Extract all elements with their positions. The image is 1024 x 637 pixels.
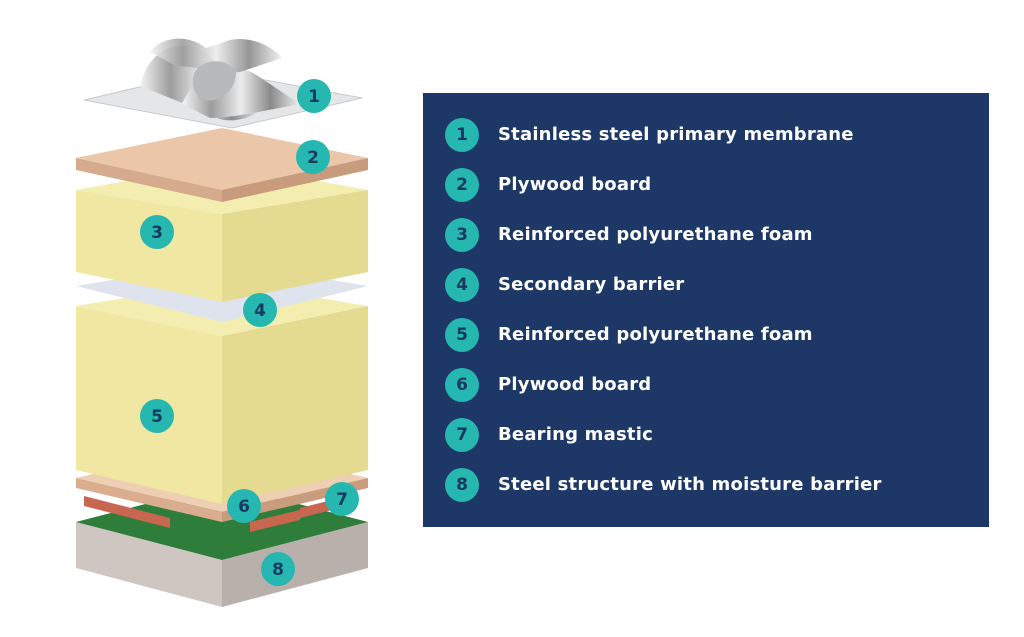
legend-number-badge: 4 bbox=[445, 268, 479, 302]
callout-marker-7: 7 bbox=[325, 482, 359, 516]
foam-upper-right-face bbox=[222, 190, 368, 302]
legend-item-8: 8 Steel structure with moisture barrier bbox=[445, 468, 975, 504]
legend-label: Reinforced polyurethane foam bbox=[498, 224, 813, 245]
legend-item-2: 2 Plywood board bbox=[445, 168, 975, 204]
legend-label: Stainless steel primary membrane bbox=[498, 124, 854, 145]
legend-item-1: 1 Stainless steel primary membrane bbox=[445, 118, 975, 154]
legend-label: Reinforced polyurethane foam bbox=[498, 324, 813, 345]
steel-structure-left-face bbox=[76, 522, 222, 607]
legend-number-badge: 6 bbox=[445, 368, 479, 402]
callout-number: 3 bbox=[151, 223, 163, 243]
legend-item-6: 6 Plywood board bbox=[445, 368, 975, 404]
plywood-top-left-face bbox=[76, 158, 222, 202]
callout-number: 1 bbox=[308, 87, 320, 107]
callout-marker-4: 4 bbox=[243, 293, 277, 327]
plywood-bottom-left-face bbox=[76, 478, 222, 522]
membrane-knot bbox=[192, 61, 236, 101]
legend-label: Plywood board bbox=[498, 374, 652, 395]
foam-lower-right-face bbox=[222, 306, 368, 504]
legend-label: Secondary barrier bbox=[498, 274, 685, 295]
legend-number-badge: 7 bbox=[445, 418, 479, 452]
callout-marker-8: 8 bbox=[261, 552, 295, 586]
layer-primary-membrane bbox=[83, 38, 363, 129]
legend-label: Steel structure with moisture barrier bbox=[498, 474, 882, 495]
plywood-top-top bbox=[76, 128, 368, 190]
membrane-corrugation bbox=[150, 38, 282, 73]
legend-number-badge: 2 bbox=[445, 168, 479, 202]
callout-marker-6: 6 bbox=[227, 489, 261, 523]
callout-number: 5 bbox=[151, 407, 163, 427]
legend-panel: 1 Stainless steel primary membrane 2 Ply… bbox=[423, 93, 989, 527]
legend-number-badge: 5 bbox=[445, 318, 479, 352]
legend-number-badge: 1 bbox=[445, 118, 479, 152]
steel-structure-right-face bbox=[222, 522, 368, 607]
legend-item-4: 4 Secondary barrier bbox=[445, 268, 975, 304]
callout-marker-5: 5 bbox=[140, 399, 174, 433]
legend-number-badge: 3 bbox=[445, 218, 479, 252]
legend-label: Bearing mastic bbox=[498, 424, 653, 445]
layer-plywood-top bbox=[76, 128, 368, 202]
callout-number: 2 bbox=[307, 148, 319, 168]
legend-item-7: 7 Bearing mastic bbox=[445, 418, 975, 454]
mastic-strip bbox=[84, 496, 170, 528]
callout-number: 4 bbox=[254, 301, 266, 321]
legend-label: Plywood board bbox=[498, 174, 652, 195]
callout-number: 8 bbox=[272, 560, 284, 580]
plywood-top-right-face bbox=[222, 158, 368, 202]
callout-marker-3: 3 bbox=[140, 215, 174, 249]
legend-item-5: 5 Reinforced polyurethane foam bbox=[445, 318, 975, 354]
callout-marker-2: 2 bbox=[296, 140, 330, 174]
legend-item-3: 3 Reinforced polyurethane foam bbox=[445, 218, 975, 254]
callout-number: 6 bbox=[238, 497, 250, 517]
callout-number: 7 bbox=[336, 490, 348, 510]
mastic-strip bbox=[250, 510, 300, 532]
legend-number-badge: 8 bbox=[445, 468, 479, 502]
callout-marker-1: 1 bbox=[297, 79, 331, 113]
